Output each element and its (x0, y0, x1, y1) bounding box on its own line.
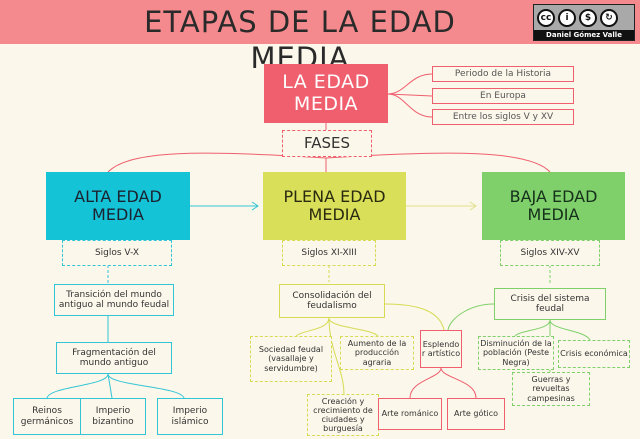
alta-edad-media-node[interactable]: ALTA EDAD MEDIA (46, 172, 190, 240)
nc-icon: $ (579, 8, 597, 27)
plena-feudal-society: Sociedad feudal (vasallaje y servidumbre… (250, 336, 332, 382)
kingdom-byzantine: Imperio bizantino (80, 398, 146, 435)
alta-fragmentation: Fragmentación del mundo antiguo (56, 342, 172, 374)
baja-centuries: Siglos XIV-XV (500, 240, 600, 266)
sa-icon: ↻ (600, 8, 618, 27)
art-romanesque: Arte románico (378, 398, 442, 430)
kingdom-islamic: Imperio islámico (157, 398, 223, 435)
plena-centuries: Siglos XI-XIII (282, 240, 376, 266)
baja-population-decline: Disminución de la población (Peste Negra… (478, 336, 554, 370)
page-title: ETAPAS DE LA EDAD MEDIA (144, 5, 456, 75)
license-badge[interactable]: cc i $ ↻ Daniel Gómez Valle (533, 4, 635, 41)
plena-consolidation: Consolidación del feudalismo (279, 284, 385, 318)
alta-centuries: Siglos V-X (62, 240, 172, 266)
alta-transition: Transición del mundo antiguo al mundo fe… (54, 284, 174, 316)
plena-cities-bourgeoisie: Creación y crecimiento de ciudades y bur… (307, 394, 379, 436)
license-icons: cc i $ ↻ (534, 5, 634, 30)
baja-wars-revolts: Guerras y revueltas campesinas (512, 372, 590, 406)
cc-icon: cc (537, 8, 555, 27)
property-centuries: Entre los siglos V y XV (432, 109, 574, 125)
property-period: Periodo de la Historia (432, 66, 574, 82)
root-node[interactable]: LA EDAD MEDIA (264, 64, 388, 123)
property-europe: En Europa (432, 88, 574, 104)
baja-crisis: Crisis del sistema feudal (494, 288, 606, 320)
plena-artistic-splendor: Esplendo r artístico (420, 330, 462, 368)
kingdom-germanic: Reinos germánicos (13, 398, 81, 435)
phases-label: FASES (282, 130, 372, 157)
by-icon: i (558, 8, 576, 27)
baja-economic-crisis: Crisis económica (558, 340, 630, 368)
plena-agrarian-production: Aumento de la producción agraria (340, 336, 414, 370)
plena-edad-media-node[interactable]: PLENA EDAD MEDIA (263, 172, 406, 240)
art-gothic: Arte gótico (447, 398, 505, 430)
baja-edad-media-node[interactable]: BAJA EDAD MEDIA (482, 172, 625, 240)
license-author: Daniel Gómez Valle (534, 30, 634, 40)
